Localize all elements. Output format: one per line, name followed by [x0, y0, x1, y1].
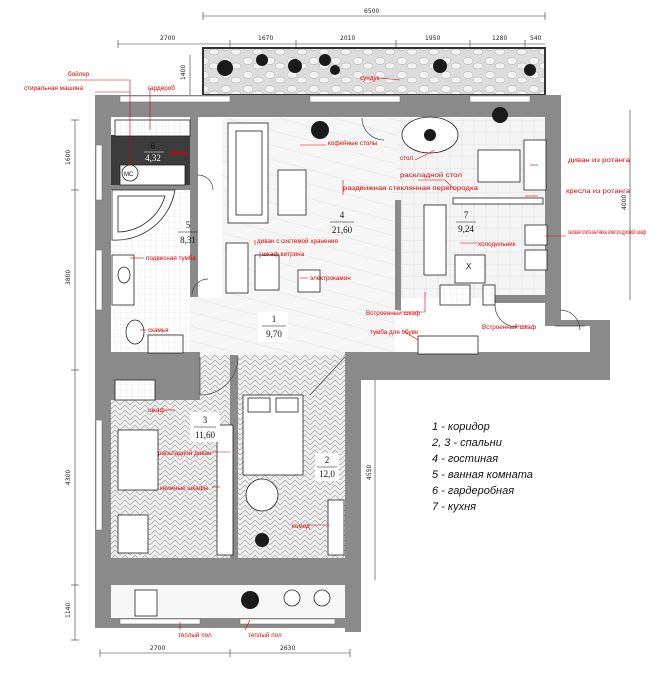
label-fireplace: электрокамин	[310, 275, 351, 282]
room-6-number: 6	[151, 141, 156, 151]
label-dresser-2: комод	[292, 523, 310, 530]
label-floor-heat-1: теплый пол	[178, 631, 212, 639]
room-1-number: 1	[272, 314, 277, 324]
dim-top-2: 1670	[258, 35, 273, 42]
label-sofa-bed: раскладной диван	[158, 449, 212, 457]
room-6-area: 4,32	[145, 153, 161, 163]
dim-top-3: 2010	[340, 35, 355, 42]
corridor-south-floor	[200, 355, 345, 400]
room-7-area: 9,24	[458, 224, 474, 234]
label-floor-heat-2: теплый пол	[248, 631, 282, 639]
legend-item-1: 1 - коридор	[432, 421, 490, 433]
label-washer: стиральная машина	[24, 85, 84, 92]
dim-left-top: 1400	[180, 65, 187, 80]
label-wash-stand: подвесная тумба	[146, 254, 196, 262]
dim-top-6: 540	[530, 35, 542, 42]
room-2-area: 12,0	[319, 469, 335, 479]
label-table: стол	[400, 155, 413, 162]
dim-bottom-2: 2630	[280, 645, 295, 652]
label-wardrobe: гардероб	[148, 84, 175, 92]
dimension-lines	[71, 12, 631, 657]
room-2-number: 2	[325, 455, 330, 465]
dim-right-2: 4550	[366, 465, 373, 480]
room-5-number: 5	[186, 220, 191, 230]
annotation-leaders	[68, 77, 566, 631]
legend-item-3: 4 - гостиная	[432, 453, 498, 465]
dim-top-total: 6500	[364, 8, 379, 15]
label-chest: сундук	[360, 75, 380, 82]
label-showcase: шкаф витрина	[262, 251, 305, 258]
dim-top-4: 1950	[425, 35, 440, 42]
room-4-area: 21,60	[332, 225, 353, 235]
room-1-area: 9,70	[266, 329, 282, 339]
dim-left-1: 1600	[65, 150, 72, 165]
balcony	[202, 47, 546, 96]
mc-label: МС	[124, 172, 134, 178]
dim-left-3: 4300	[65, 470, 72, 485]
label-builtin-closet-1: Встроенный шкаф	[366, 309, 420, 317]
legend-item-5: 6 - гардеробная	[432, 485, 514, 497]
label-coffee-tables-text: кофейные столы	[328, 139, 378, 147]
legend: 1 - коридор 2, 3 - спальни 4 - гостиная …	[431, 421, 533, 513]
x-mark: X	[466, 262, 472, 271]
room-labels: 6 4,32 5 8,31 4 21,60 7 9,24 1 9,70 3 11…	[144, 141, 476, 481]
room-3-number: 3	[203, 415, 208, 425]
label-bench: скамья	[148, 327, 169, 334]
windows	[95, 95, 531, 625]
label-boiler: бойлер	[68, 70, 90, 78]
plants	[217, 54, 536, 609]
furniture	[111, 116, 548, 617]
corridor-floor	[190, 298, 395, 354]
label-chairs-rattan: кресла из ротанга	[566, 188, 631, 195]
legend-item-4: 5 - ванная комната	[432, 469, 533, 481]
room-4-number: 4	[340, 210, 345, 220]
doors	[191, 117, 585, 396]
dim-left-2: 3800	[65, 270, 72, 285]
label-shoe-cabinet: тумба для обуви	[370, 328, 419, 336]
label-closet: шкаф	[148, 407, 165, 414]
dim-top-1: 2700	[160, 35, 175, 42]
dim-right-1: 4000	[621, 195, 628, 210]
legend-item-6: 7 - кухня	[432, 501, 476, 513]
label-sofa-storage: диван с системой хранения	[257, 237, 338, 245]
dim-bottom-1: 2700	[150, 645, 165, 652]
room-3-area: 11,60	[195, 430, 215, 440]
label-fridge: холодильник	[478, 241, 516, 248]
label-sliding-partition: раздвижная стеклянная перегородка	[343, 185, 479, 192]
label-sofa-rattan: диван из ротанга	[568, 157, 631, 164]
label-folding-table: раскладной стол	[400, 171, 462, 179]
label-dresser: комод	[170, 150, 188, 157]
label-coffee-tables: кофейные столы	[328, 139, 378, 147]
dim-left-4: 1140	[65, 603, 72, 618]
label-stove: газовая плита вытяжка электро.духовой шк…	[568, 228, 646, 236]
dim-top-5: 1280	[492, 35, 507, 42]
legend-item-2: 2, 3 - спальни	[431, 437, 502, 449]
label-bookcases: книжные шкафы	[160, 485, 209, 492]
room-5-area: 8,31	[180, 235, 196, 245]
label-builtin-closet-2: Встроенный шкаф	[482, 323, 536, 331]
room-7-number: 7	[464, 210, 469, 220]
annotations: бойлер стиральная машина гардероб комод …	[24, 70, 646, 639]
